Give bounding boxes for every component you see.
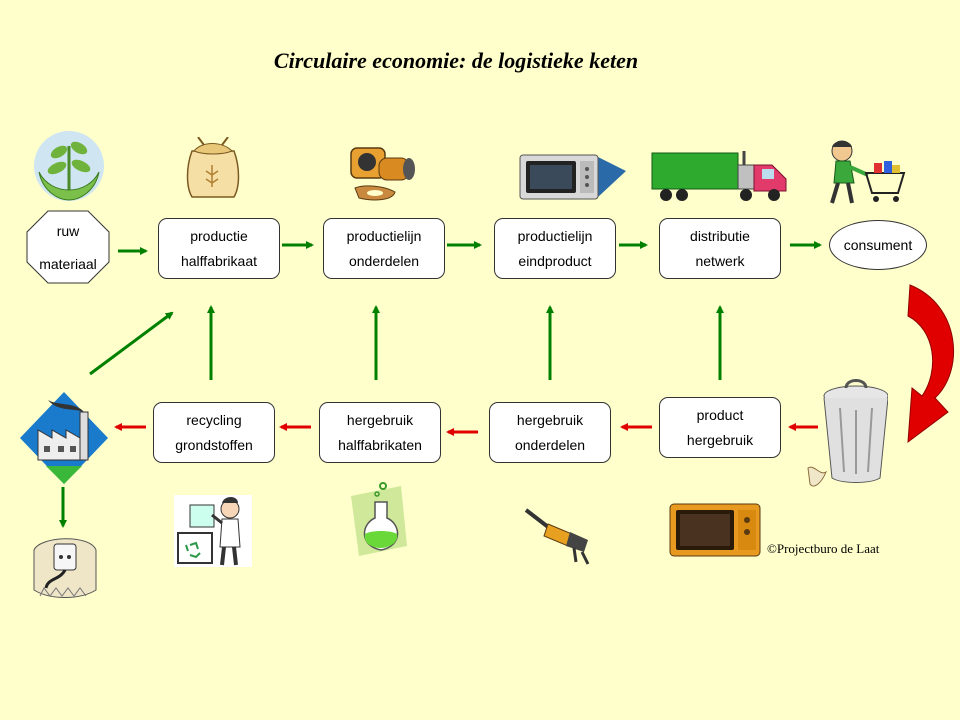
- box-recycling: recycling grondstoffen: [153, 402, 275, 463]
- box-product-reuse: product hergebruik: [659, 397, 781, 458]
- chemistry-flask-icon: [351, 482, 407, 556]
- flour-sack-icon: [186, 137, 240, 198]
- truck-icon: [651, 151, 787, 201]
- diagram-title: Circulaire economie: de logistieke keten: [273, 48, 639, 73]
- curved-return-arrow: [907, 284, 955, 444]
- power-socket-icon: [33, 538, 97, 598]
- machine-part-icon: [350, 147, 415, 201]
- shopper-cart-icon: [830, 140, 906, 204]
- recycling-person-icon: [174, 495, 252, 567]
- factory-icon: [20, 392, 108, 484]
- microwave-icon: [519, 154, 626, 200]
- orange-microwave-icon: [669, 503, 761, 557]
- raw-material-octagon: [26, 210, 110, 284]
- plant-in-hands-icon: [34, 131, 104, 201]
- copyright-text: ©Projectburo de Laat: [767, 541, 880, 556]
- trash-can-icon: [807, 379, 888, 487]
- arrow-factory-diagonal: [89, 311, 174, 376]
- power-tool-part-icon: [524, 508, 590, 565]
- box-reuse-semi: hergebruik halffabrikaten: [319, 402, 441, 463]
- oval-consumer: consument: [829, 220, 927, 270]
- box-production-semi: productie halffabrikaat: [158, 218, 280, 279]
- box-reuse-parts: hergebruik onderdelen: [489, 402, 611, 463]
- box-production-line-parts: productielijn onderdelen: [323, 218, 445, 279]
- box-distribution-network: distributie netwerk: [659, 218, 781, 279]
- box-production-line-endproduct: productielijn eindproduct: [494, 218, 616, 279]
- raw-material-label: ruw materiaal: [39, 222, 97, 272]
